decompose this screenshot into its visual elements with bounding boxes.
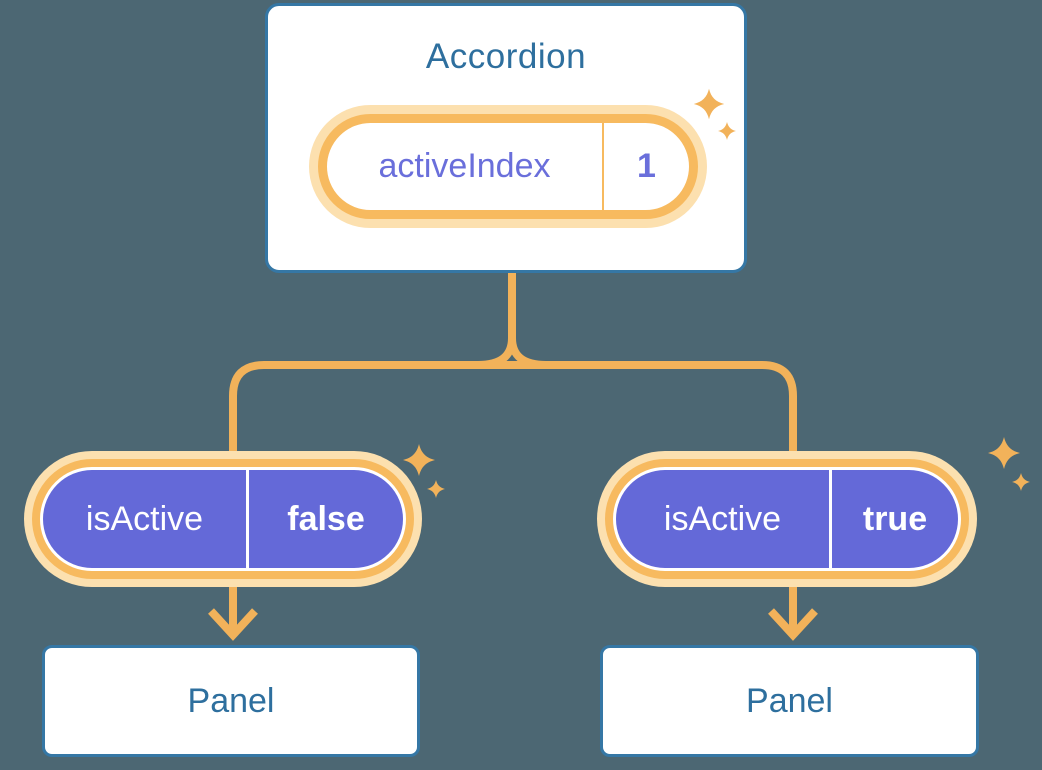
pill-divider (602, 123, 604, 210)
arrow-head (768, 608, 818, 641)
pill-divider (246, 470, 249, 568)
tree-connector (229, 271, 797, 457)
down-arrow-icon (208, 581, 258, 641)
accordion-component-card: Accordion activeIndex 1 (265, 3, 747, 273)
pill-body: isActive true (616, 470, 958, 568)
accordion-title: Accordion (425, 37, 587, 76)
active-index-state-pill: activeIndex 1 (318, 114, 698, 219)
pill-divider (829, 470, 832, 568)
state-label: activeIndex (378, 147, 551, 185)
down-arrow-icon (768, 579, 818, 641)
panel-component-card: Panel (600, 645, 979, 757)
state-label: isActive (85, 499, 204, 538)
arrow-head (208, 608, 258, 641)
connector-fillet-left (477, 337, 516, 369)
state-value: 1 (637, 147, 656, 185)
connector-fillet-right (508, 337, 547, 369)
state-value: false (287, 499, 365, 538)
state-value: true (862, 499, 928, 538)
state-label: isActive (663, 499, 782, 538)
sparkle-icon (988, 437, 1030, 491)
is-active-true-state-pill: isActive true (605, 459, 969, 579)
sparkle-icon (403, 444, 445, 498)
connector-branches (229, 361, 797, 457)
pill-body: isActive false (43, 470, 403, 568)
is-active-false-state-pill: isActive false (32, 459, 414, 579)
panel-component-card: Panel (42, 645, 420, 757)
